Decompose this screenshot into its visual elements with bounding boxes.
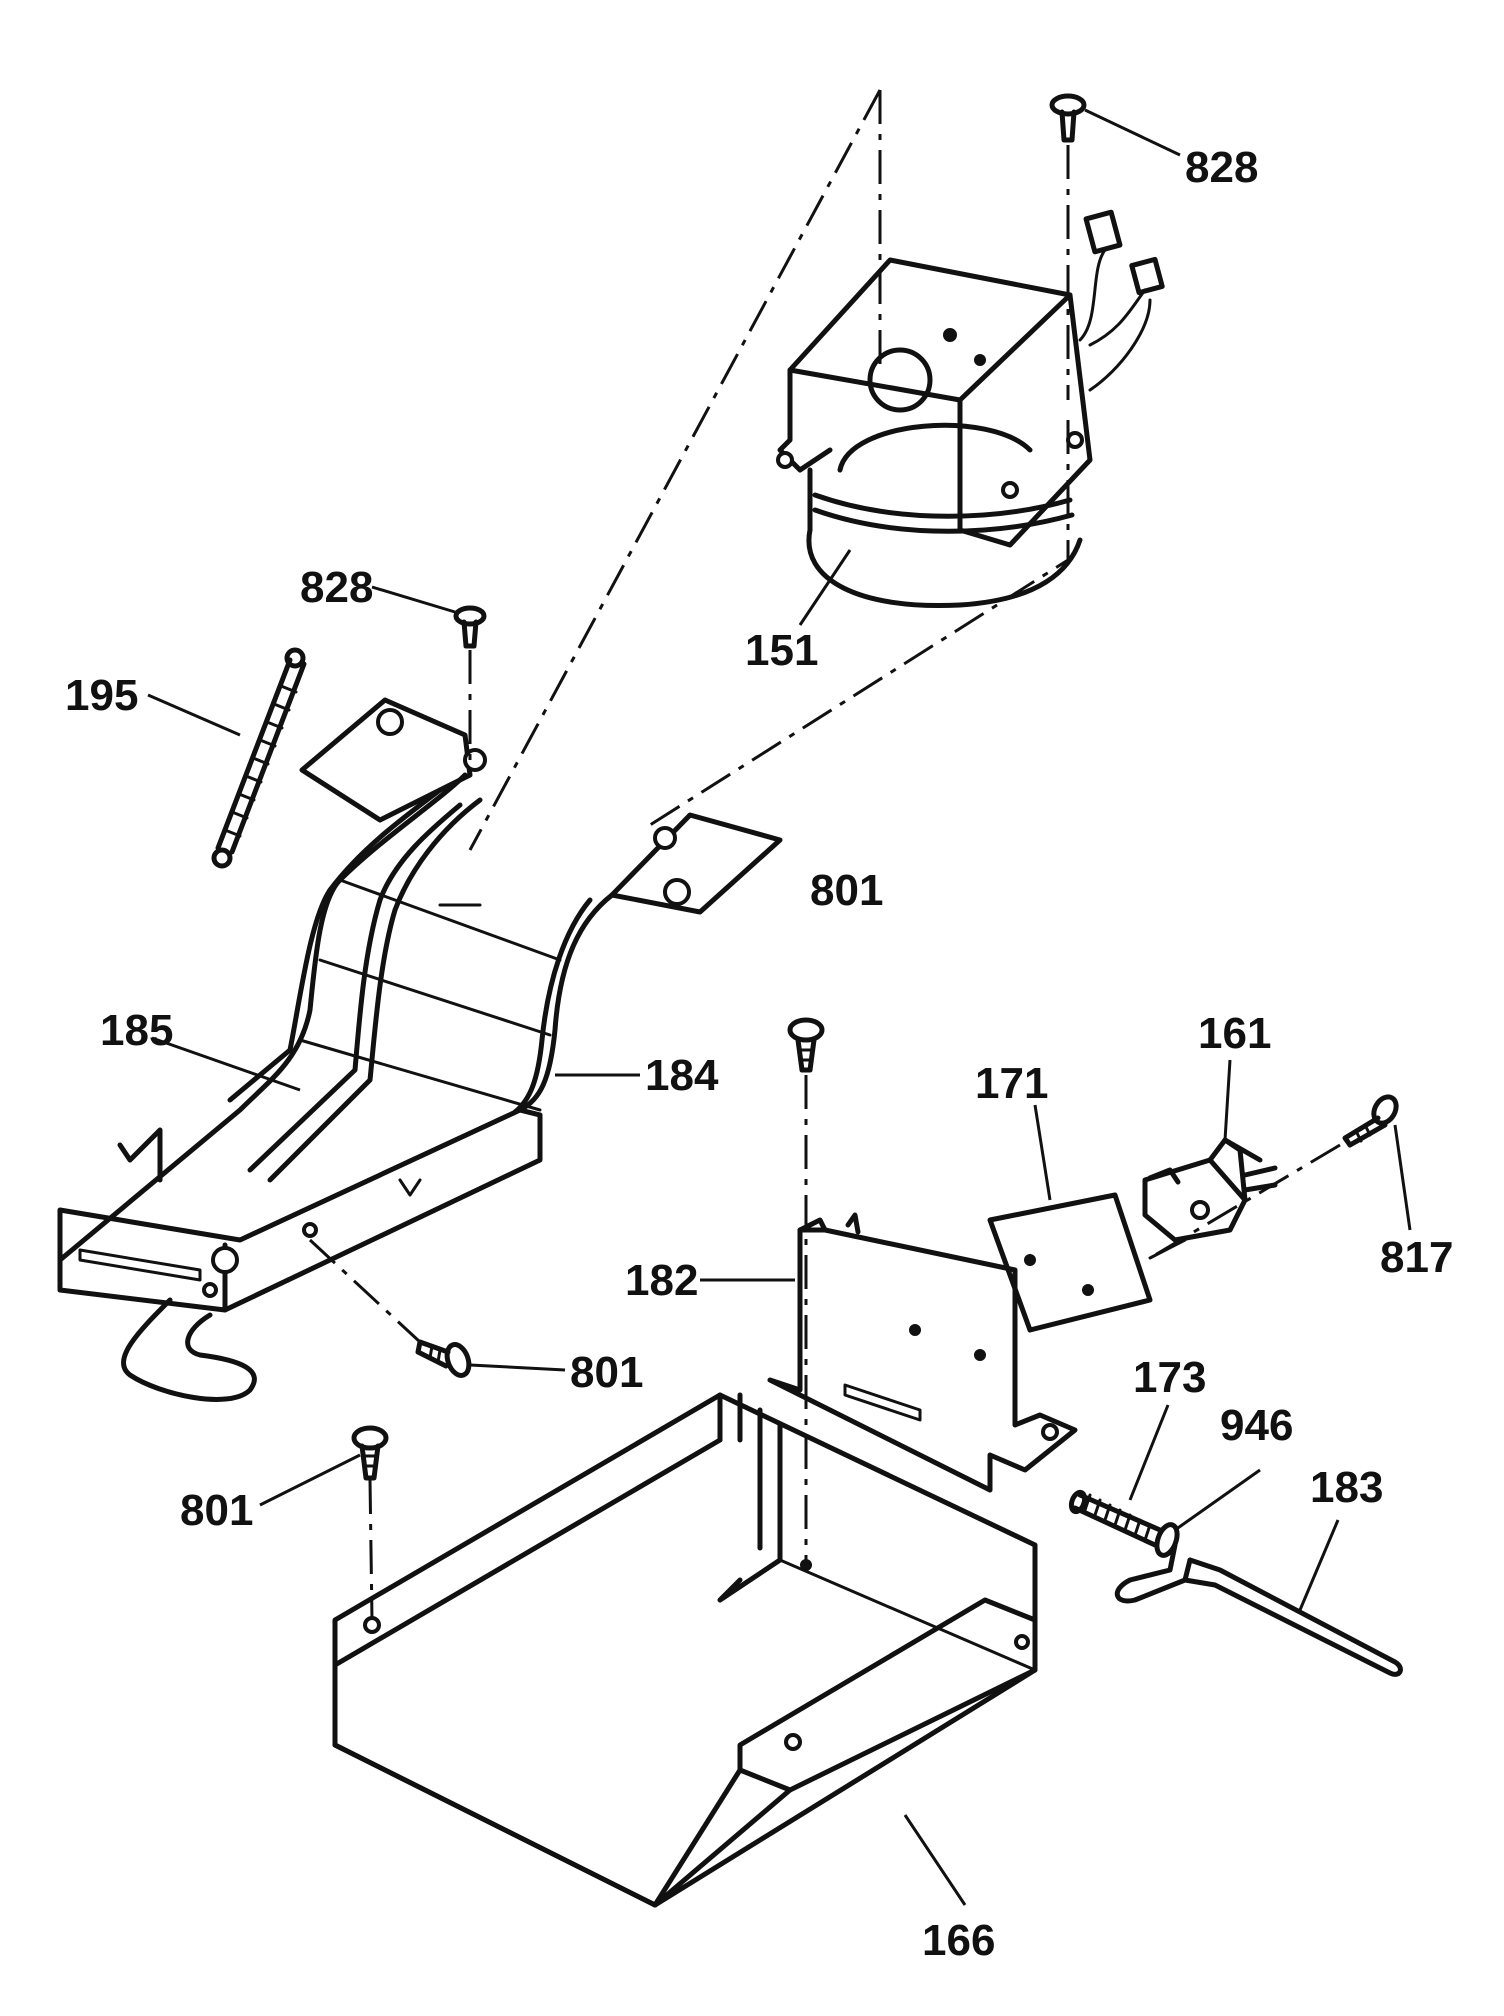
screw-801-top	[787, 1017, 825, 1073]
leader-lines	[147, 108, 1412, 1906]
callout-166: 166	[922, 1916, 995, 1965]
callout-171: 171	[975, 1059, 1048, 1108]
assembly-lines	[308, 89, 1341, 1621]
handle-183	[1115, 1542, 1403, 1677]
callout-828-top: 828	[1185, 143, 1258, 192]
screw-828-left	[453, 605, 487, 649]
callout-173: 173	[1133, 1353, 1206, 1402]
screw-828-top	[1049, 93, 1087, 143]
switch-161	[1142, 1137, 1278, 1260]
bracket-182	[767, 1212, 1078, 1493]
callout-195: 195	[65, 671, 138, 720]
callout-817: 817	[1380, 1233, 1453, 1282]
chute-bracket-184-185	[57, 697, 783, 1402]
callout-182: 182	[625, 1256, 698, 1305]
screw-rod-173	[1068, 1489, 1163, 1548]
screw-801-mid	[415, 1339, 472, 1378]
callout-151: 151	[745, 626, 818, 675]
callout-801-mid: 801	[570, 1348, 643, 1397]
callout-183: 183	[1310, 1463, 1383, 1512]
callout-184: 184	[645, 1051, 719, 1100]
callout-801-top: 801	[810, 866, 883, 915]
callout-828-left: 828	[300, 563, 373, 612]
screw-817	[1342, 1094, 1399, 1148]
tray-166	[332, 1392, 1038, 1908]
callout-185: 185	[100, 1006, 173, 1055]
callout-801-left: 801	[180, 1486, 253, 1535]
callout-161: 161	[1198, 1009, 1271, 1058]
motor-assembly-151	[776, 209, 1165, 609]
callout-946: 946	[1220, 1401, 1293, 1450]
plate-171	[987, 1192, 1153, 1333]
callout-labels: 828 828 151 195 801 185 184 171 161 817 …	[65, 143, 1453, 1965]
spring-195	[211, 647, 307, 869]
screw-801-left	[351, 1425, 389, 1481]
